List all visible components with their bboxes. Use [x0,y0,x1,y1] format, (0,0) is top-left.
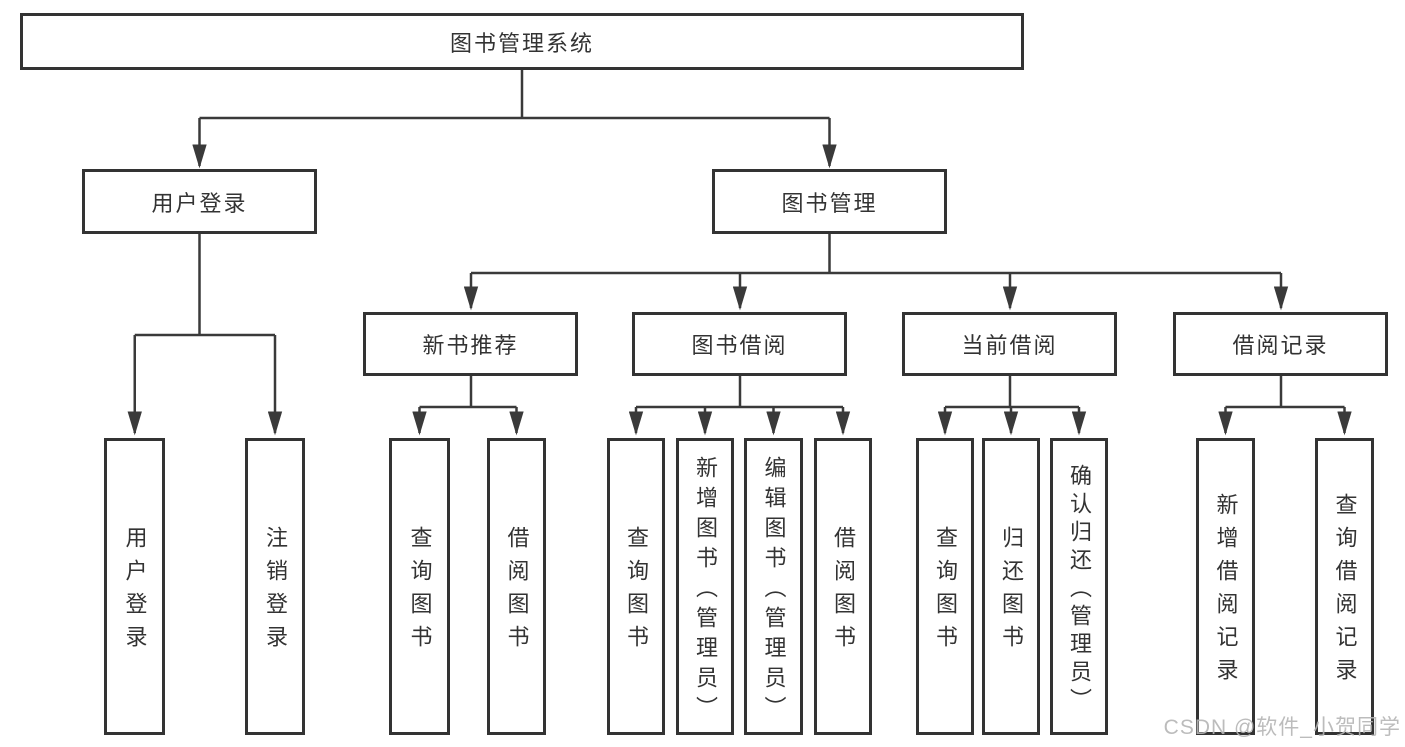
node-book-management-label: 图书管理 [781,190,878,216]
leaf-edit-books-admin: 编辑图书（管理员） [744,438,803,735]
leaf-borrow-query-books: 查询图书 [607,438,665,735]
leaf-add-books-admin-label: 新增图书（管理员） [693,455,718,726]
leaf-edit-books-admin-label: 编辑图书（管理员） [761,455,787,726]
csdn-watermark: CSDN @软件_小贺同学 [1163,716,1401,739]
leaf-recommend-borrow-books: 借阅图书 [487,438,546,735]
leaf-add-borrow-record-label: 新增借阅记录 [1213,493,1239,691]
node-library-system-label: 图书管理系统 [449,30,594,56]
node-user-login-label: 用户登录 [151,190,248,216]
connector-recommend-split [419,376,517,409]
leaf-add-borrow-record: 新增借阅记录 [1196,438,1255,735]
connector-root-split [199,70,830,120]
node-borrow-records: 借阅记录 [1173,312,1388,376]
leaf-user-login: 用户登录 [104,438,165,735]
node-new-book-recommend: 新书推荐 [363,312,578,376]
leaf-borrow-books: 借阅图书 [814,438,872,735]
node-new-book-recommend-label: 新书推荐 [422,333,519,358]
node-book-management: 图书管理 [712,169,947,234]
leaf-return-books: 归还图书 [982,438,1040,735]
leaf-user-login-label: 用户登录 [122,526,148,658]
leaf-logout: 注销登录 [245,438,305,735]
leaf-query-borrow-record: 查询借阅记录 [1315,438,1374,735]
leaf-borrow-query-books-label: 查询图书 [624,526,649,658]
leaf-query-borrow-record-label: 查询借阅记录 [1332,493,1358,691]
leaf-current-query-books-label: 查询图书 [933,526,958,658]
leaf-logout-label: 注销登录 [263,526,288,658]
leaf-current-query-books: 查询图书 [916,438,974,735]
connector-borrow-split [636,376,843,409]
connector-book-management-split [471,234,1281,275]
leaf-add-books-admin: 新增图书（管理员） [676,438,734,735]
node-borrow-records-label: 借阅记录 [1232,333,1329,358]
leaf-recommend-query-books: 查询图书 [389,438,450,735]
leaf-recommend-borrow-books-label: 借阅图书 [504,526,530,658]
leaf-confirm-return-admin: 确认归还（管理员） [1050,438,1108,735]
leaf-return-books-label: 归还图书 [999,526,1024,658]
node-current-borrow: 当前借阅 [902,312,1117,376]
node-current-borrow-label: 当前借阅 [961,333,1058,358]
leaf-confirm-return-admin-label: 确认归还（管理员） [1067,463,1092,716]
leaf-recommend-query-books-label: 查询图书 [407,526,433,658]
node-book-borrow-label: 图书借阅 [691,333,788,358]
node-user-login: 用户登录 [82,169,317,234]
node-library-system: 图书管理系统 [20,13,1024,70]
node-book-borrow: 图书借阅 [632,312,847,376]
connector-current-split [945,376,1079,409]
connector-user-login-split [134,234,275,337]
connector-records-split [1225,376,1345,409]
leaf-borrow-books-label: 借阅图书 [831,526,856,658]
